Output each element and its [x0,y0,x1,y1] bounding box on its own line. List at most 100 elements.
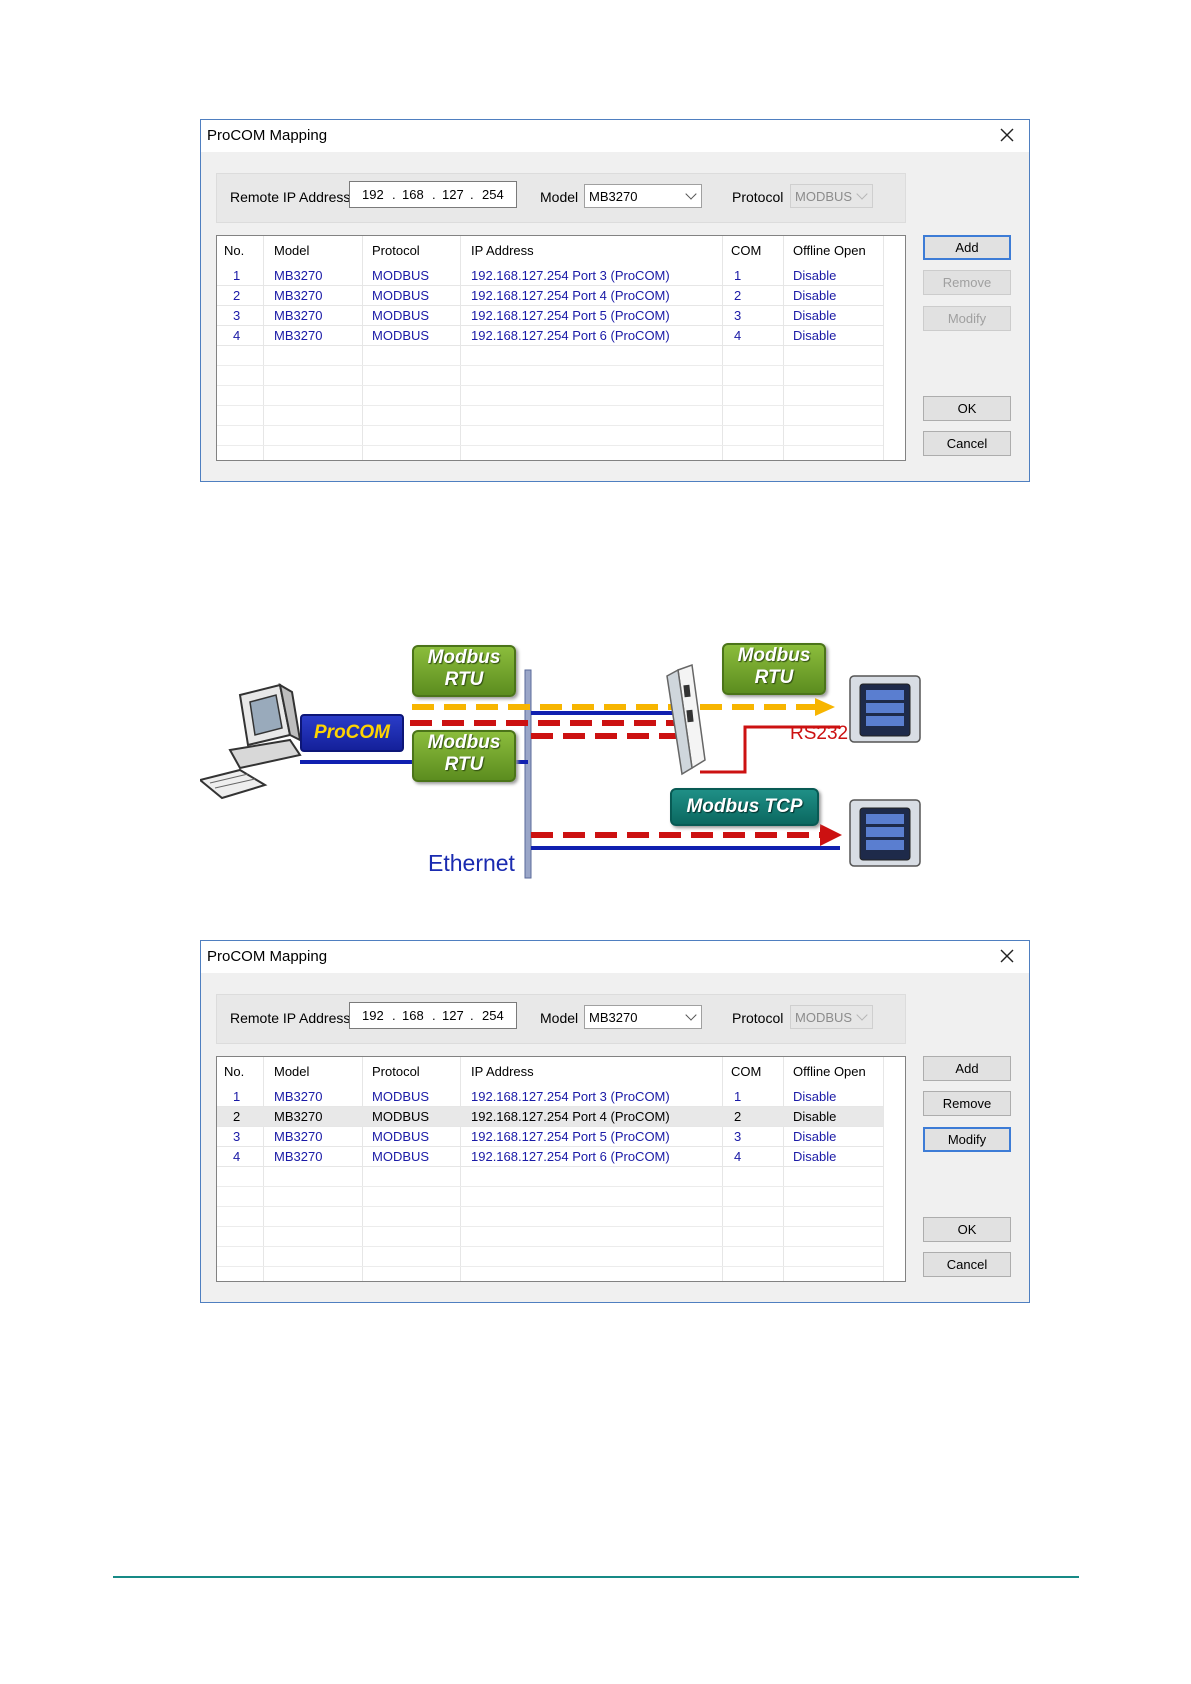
chevron-down-icon [685,188,697,200]
protocol-select-value: MODBUS [795,1010,853,1025]
cell-model: MB3270 [274,1149,323,1164]
ip-dot: . [470,187,474,202]
badge-line-2: RTU [444,754,484,775]
table-row[interactable]: 2 MB3270 MODBUS 192.168.127.254 Port 4 (… [217,286,883,306]
procom-mapping-dialog-2: ProCOM Mapping Remote IP Address 192 . 1… [200,940,1030,1303]
cell-com: 4 [734,328,742,343]
cancel-button[interactable]: Cancel [923,431,1011,456]
remote-ip-label: Remote IP Address [230,189,351,205]
table-row[interactable]: 3 MB3270 MODBUS 192.168.127.254 Port 5 (… [217,1127,883,1147]
ip-octet-1: 192 [362,187,384,202]
cell-model: MB3270 [274,1109,323,1124]
badge-line-1: Modbus [427,732,501,753]
table-row[interactable]: 3 MB3270 MODBUS 192.168.127.254 Port 5 (… [217,306,883,326]
dialog-title: ProCOM Mapping [207,948,328,965]
cell-no: 3 [233,308,241,323]
title-bar: ProCOM Mapping [201,941,1029,973]
ethernet-label: Ethernet [428,850,515,876]
cell-model: MB3270 [274,1129,323,1144]
ok-button[interactable]: OK [923,396,1011,421]
table-row-selected[interactable]: 2 MB3270 MODBUS 192.168.127.254 Port 4 (… [217,1107,883,1127]
remote-ip-input[interactable]: 192 . 168 . 127 . 254 [349,181,517,208]
cell-ip-address: 192.168.127.254 Port 3 (ProCOM) [471,268,670,283]
ip-octet-2: 168 [402,1008,424,1023]
ip-dot: . [470,1008,474,1023]
procom-mapping-dialog-1: ProCOM Mapping Remote IP Address 192 . 1… [200,119,1030,482]
cell-offline-open: Disable [793,1109,837,1124]
cell-offline-open: Disable [793,1149,837,1164]
cell-ip-address: 192.168.127.254 Port 4 (ProCOM) [471,288,670,303]
column-header-com[interactable]: COM [731,1064,762,1079]
model-label: Model [540,189,579,205]
cell-no: 1 [233,268,241,283]
protocol-select: MODBUS [790,1005,873,1029]
cell-protocol: MODBUS [372,288,430,303]
chevron-down-icon [685,1009,697,1021]
modbus-rtu-badge-middle: Modbus RTU [412,730,516,782]
ip-octet-4: 254 [482,1008,504,1023]
modify-button: Modify [923,306,1011,331]
chevron-down-icon [856,1009,868,1021]
cell-no: 2 [233,288,241,303]
title-bar: ProCOM Mapping [201,120,1029,152]
cell-no: 4 [233,328,241,343]
cell-ip-address: 192.168.127.254 Port 5 (ProCOM) [471,1129,670,1144]
remote-ip-input[interactable]: 192 . 168 . 127 . 254 [349,1002,517,1029]
cell-offline-open: Disable [793,328,837,343]
mapping-list[interactable]: No. Model Protocol IP Address COM Offlin… [216,1056,906,1282]
column-header-protocol[interactable]: Protocol [372,243,420,258]
column-header-protocol[interactable]: Protocol [372,1064,420,1079]
column-header-no[interactable]: No. [224,1064,245,1079]
modbus-rtu-badge-top: Modbus RTU [412,645,516,697]
cell-model: MB3270 [274,268,323,283]
cell-no: 2 [233,1109,241,1124]
protocol-select-value: MODBUS [795,189,853,204]
modbus-tcp-badge: Modbus TCP [670,788,819,826]
diagram-lines [200,663,921,879]
column-header-no[interactable]: No. [224,243,245,258]
column-header-com[interactable]: COM [731,243,762,258]
cell-protocol: MODBUS [372,1089,430,1104]
remote-ip-label: Remote IP Address [230,1010,351,1026]
ip-octet-1: 192 [362,1008,384,1023]
table-row[interactable]: 1 MB3270 MODBUS 192.168.127.254 Port 3 (… [217,1087,883,1107]
cell-no: 1 [233,1089,241,1104]
table-row[interactable]: 4 MB3270 MODBUS 192.168.127.254 Port 6 (… [217,326,883,346]
column-header-model[interactable]: Model [274,243,310,258]
column-header-ip-address[interactable]: IP Address [471,1064,534,1079]
power-meter-icon [849,675,921,743]
model-select[interactable]: MB3270 [584,1005,702,1029]
column-header-ip-address[interactable]: IP Address [471,243,534,258]
add-button[interactable]: Add [923,235,1011,260]
chevron-down-icon [856,188,868,200]
list-header: No. Model Protocol IP Address COM Offlin… [217,236,905,262]
close-icon[interactable] [995,944,1019,968]
badge-line-2: RTU [754,667,794,688]
column-header-offline-open[interactable]: Offline Open [793,243,866,258]
cell-protocol: MODBUS [372,268,430,283]
cell-com: 2 [734,1109,742,1124]
ip-dot: . [432,187,436,202]
ip-dot: . [432,1008,436,1023]
cell-protocol: MODBUS [372,1129,430,1144]
cell-protocol: MODBUS [372,1109,430,1124]
ip-octet-4: 254 [482,187,504,202]
close-icon[interactable] [995,123,1019,147]
rs232-label: RS232 [790,723,849,744]
add-button[interactable]: Add [923,1056,1011,1081]
ok-button[interactable]: OK [923,1217,1011,1242]
cancel-button[interactable]: Cancel [923,1252,1011,1277]
column-header-model[interactable]: Model [274,1064,310,1079]
modify-button[interactable]: Modify [923,1127,1011,1152]
cell-protocol: MODBUS [372,308,430,323]
remove-button[interactable]: Remove [923,1091,1011,1116]
remove-button: Remove [923,270,1011,295]
model-select-value: MB3270 [589,189,638,204]
mapping-list[interactable]: No. Model Protocol IP Address COM Offlin… [216,235,906,461]
column-header-offline-open[interactable]: Offline Open [793,1064,866,1079]
table-row[interactable]: 1 MB3270 MODBUS 192.168.127.254 Port 3 (… [217,266,883,286]
protocol-select: MODBUS [790,184,873,208]
cell-no: 3 [233,1129,241,1144]
model-select[interactable]: MB3270 [584,184,702,208]
table-row[interactable]: 4 MB3270 MODBUS 192.168.127.254 Port 6 (… [217,1147,883,1167]
